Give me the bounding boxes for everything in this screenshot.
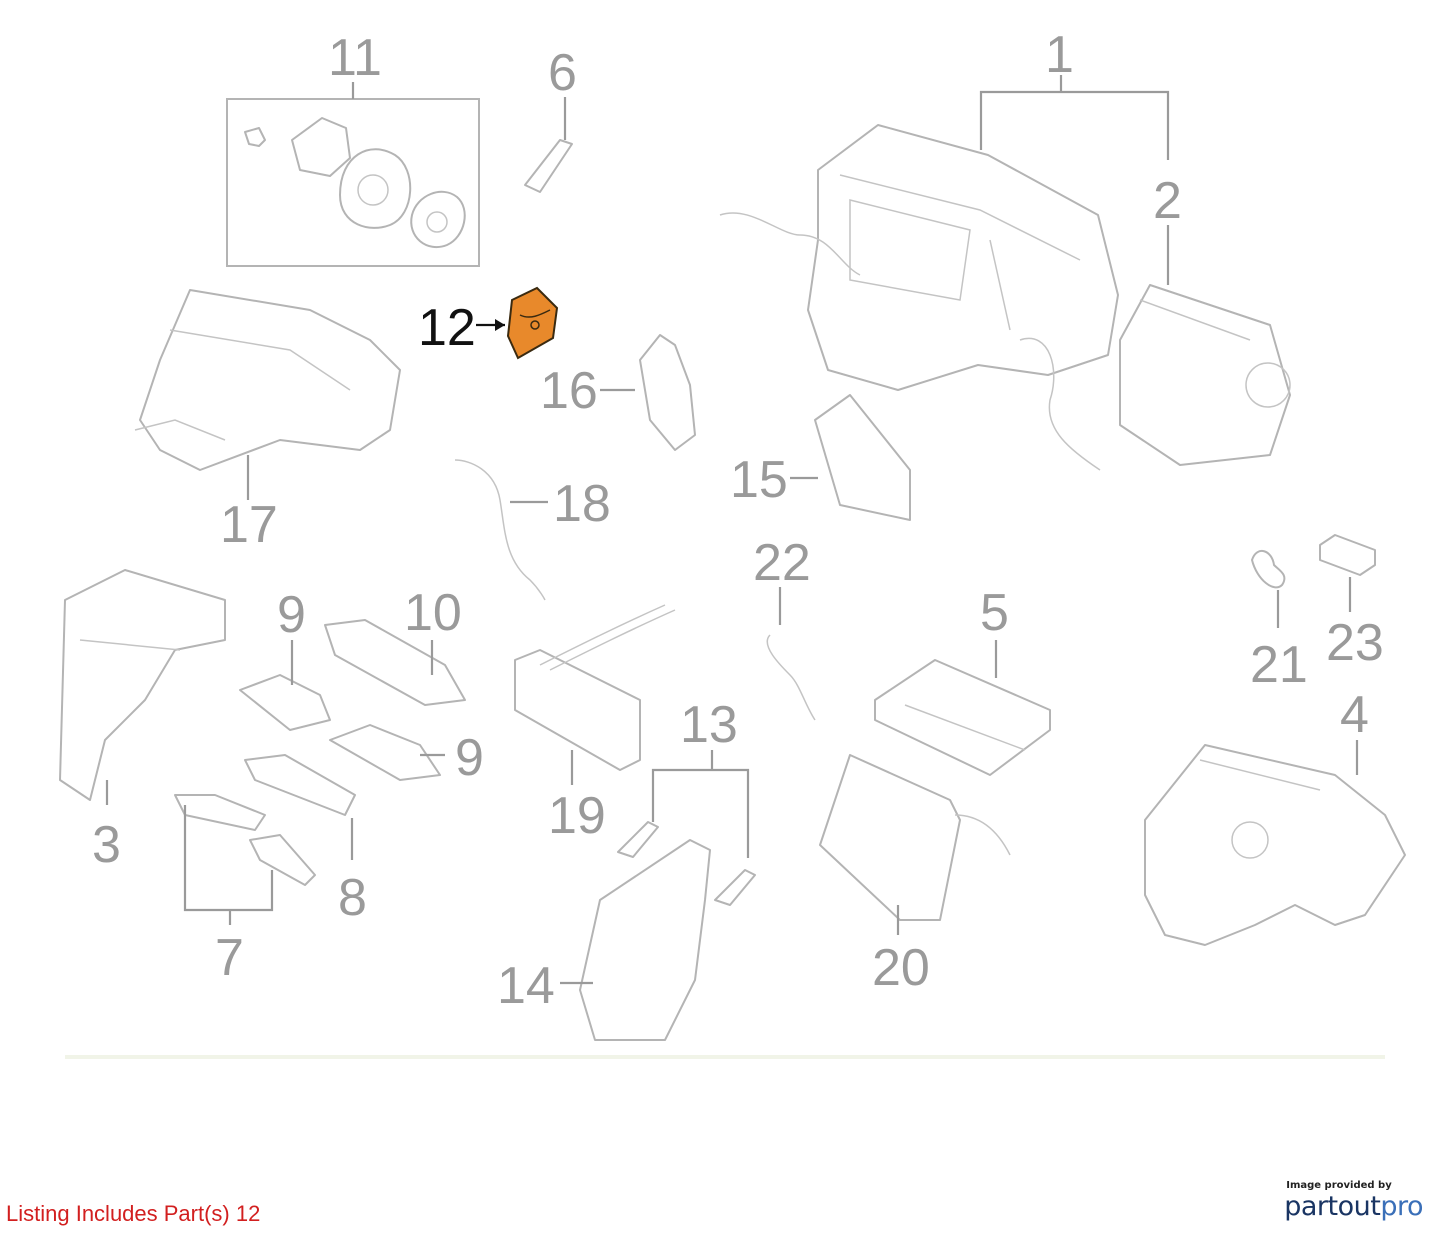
callout-3: 3 [92, 816, 121, 874]
part-5-filter [874, 640, 1051, 776]
callout-9-lower: 9 [455, 729, 484, 787]
callout-16: 16 [540, 362, 598, 420]
callout-15: 15 [730, 451, 788, 509]
callout-21: 21 [1250, 636, 1308, 694]
callout-13: 13 [680, 696, 738, 754]
callout-5: 5 [980, 584, 1009, 642]
part-23-resistor [1319, 534, 1376, 612]
callout-4: 4 [1340, 686, 1369, 744]
callout-8: 8 [338, 869, 367, 927]
credit-provided-by: Image provided by [1286, 1180, 1392, 1191]
part-11-kit [226, 82, 480, 267]
part-4-rear-case [1144, 740, 1406, 946]
part-17-heater-case [134, 289, 401, 500]
part-1-hvac-case [719, 75, 1170, 471]
callout-17: 17 [220, 496, 278, 554]
callout-10: 10 [404, 584, 462, 642]
part-9-10-doors [239, 619, 466, 781]
callout-6: 6 [548, 44, 577, 102]
callout-7: 7 [215, 929, 244, 987]
part-16-bracket [600, 334, 696, 451]
callout-19: 19 [548, 787, 606, 845]
callout-2: 2 [1153, 172, 1182, 230]
part-15-duct [790, 394, 911, 521]
callout-9-upper: 9 [277, 586, 306, 644]
callout-12: 12 [418, 299, 476, 357]
part-7-doors [174, 794, 316, 925]
callout-11: 11 [328, 29, 382, 87]
part-14-case-half [560, 839, 711, 1041]
part-6 [524, 97, 573, 193]
logo-accent: pro [1380, 1191, 1423, 1222]
part-20-evaporator [819, 754, 1011, 935]
part-13-seals [617, 750, 756, 906]
part-18-hose [454, 459, 548, 601]
part-22-sensor [766, 587, 816, 721]
partoutpro-logo: partoutpro [1284, 1191, 1423, 1222]
part-21-grommet [1251, 550, 1286, 628]
logo-main: partout [1284, 1191, 1381, 1222]
part-19-heater-core [514, 604, 676, 785]
callout-23: 23 [1326, 614, 1384, 672]
part-12-actuator [476, 286, 559, 360]
callout-20: 20 [872, 939, 930, 997]
callout-18: 18 [553, 475, 611, 533]
callout-22: 22 [753, 534, 811, 592]
listing-includes-text: Listing Includes Part(s) 12 [6, 1201, 261, 1226]
part-2-blower-housing [1119, 225, 1291, 466]
callout-1: 1 [1045, 26, 1074, 84]
image-credit: Image provided by partoutpro [1284, 1180, 1423, 1222]
part-8-door [244, 754, 356, 860]
callout-14: 14 [497, 957, 555, 1015]
part-3-duct-assembly [59, 569, 226, 805]
